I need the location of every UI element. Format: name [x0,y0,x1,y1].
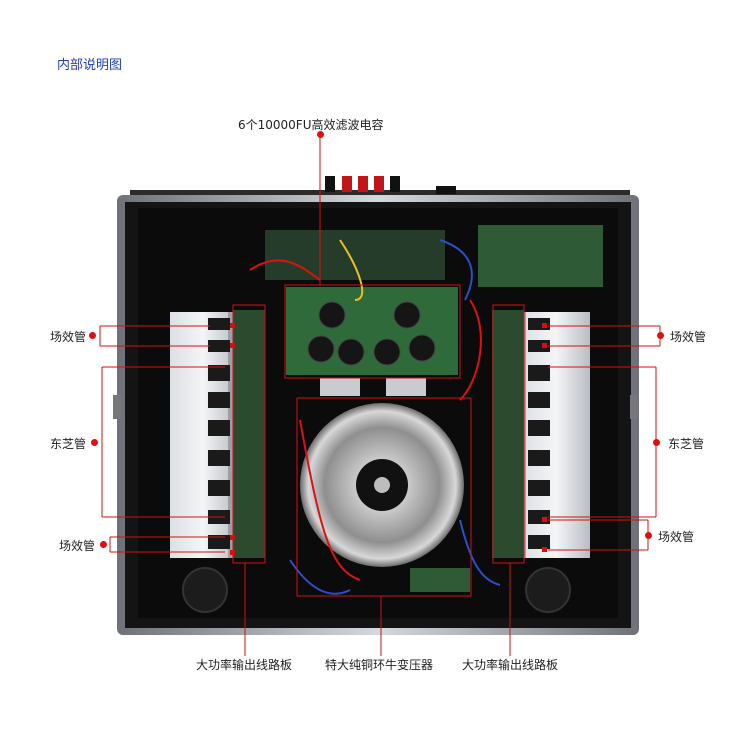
page-title: 内部说明图 [57,58,123,73]
label-transformer: 特大纯铜环牛变压器 [325,658,434,672]
callout-dot [100,541,107,548]
label-toshiba-left: 东芝管 [50,437,87,451]
binding-posts [325,176,456,194]
callout-dot [91,439,98,446]
left-transistors [208,318,230,549]
right-heatsink [516,312,590,558]
label-output-board-right: 大功率输出线路板 [462,658,559,672]
callout-dot [317,131,324,138]
label-fet-top-left: 场效管 [50,330,87,344]
capacitor-board [286,287,458,375]
callout-lines [99,135,661,656]
label-toshiba-right: 东芝管 [668,437,705,451]
label-fet-bottom-right: 场效管 [658,530,695,544]
label-fet-top-right: 场效管 [670,330,707,344]
label-fet-bottom-left: 场效管 [59,539,96,553]
callout-dot [645,532,652,539]
toroidal-transformer [300,403,464,567]
callout-dot [89,332,96,339]
callout-dot [653,439,660,446]
callout-dot [657,332,664,339]
label-output-board-left: 大功率输出线路板 [196,658,293,672]
label-capacitors: 6个10000FU高效滤波电容 [238,118,384,132]
